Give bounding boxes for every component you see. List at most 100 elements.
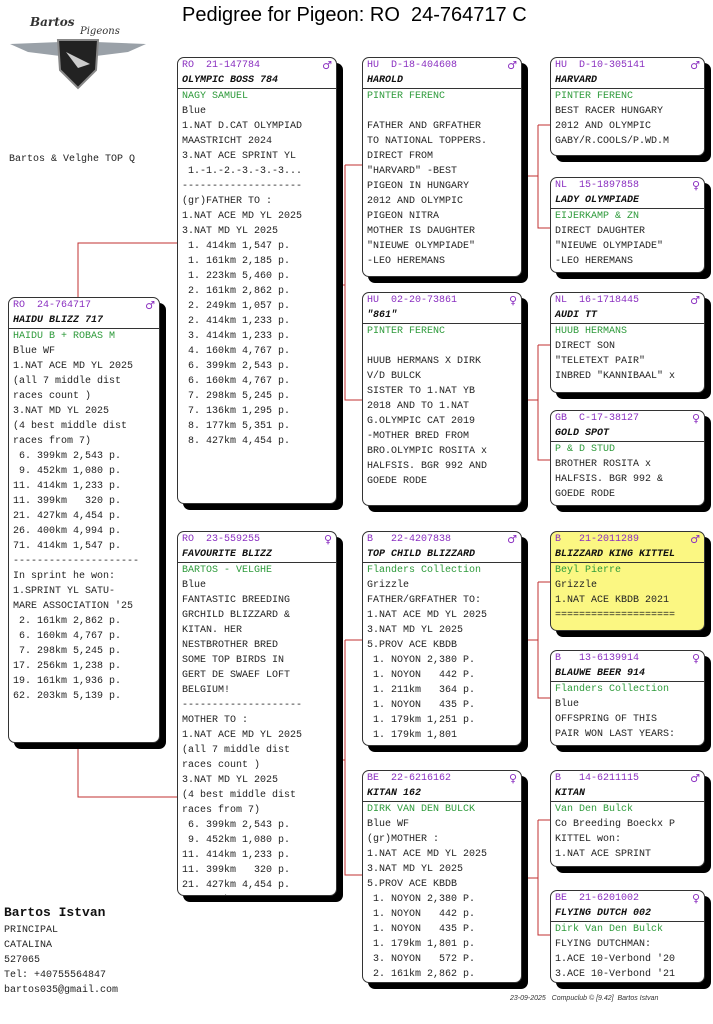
male-icon: ♂ [507, 59, 517, 72]
info-line: 3. NOYON 572 P. [367, 954, 476, 965]
info-line: 1.NAT ACE MD YL 2025 [367, 610, 488, 621]
info-line: 1. 161km 2,185 p. [182, 256, 291, 267]
info-line: 1.ACE 10-Verbond '20 [555, 954, 676, 965]
card-header: B 13-6139914♀ [551, 651, 704, 666]
info-line: 1. 179km 1,251 p. [367, 715, 476, 726]
card-header: HU 02-20-73861♀ [363, 293, 521, 308]
info-line: HUUB HERMANS X DIRK [367, 356, 482, 367]
info-line: "TELETEXT PAIR" [555, 356, 646, 367]
info-line: 7. 136km 1,295 p. [182, 406, 291, 417]
info-line: Blue [182, 580, 207, 591]
info-line: 1.SPRINT YL SATU- [13, 586, 116, 597]
pigeon-name: HAIDU BLIZZ 717 [9, 313, 159, 329]
info-line: 3.NAT MD YL 2025 [367, 625, 464, 636]
info-line: DIRECT SON [555, 341, 616, 352]
info-line [363, 104, 521, 119]
breeder-name: Dirk Van Den Bulck [555, 924, 664, 935]
info-line: 1. NOYON 442 P. [367, 670, 476, 681]
info-line: 3.NAT MD YL 2025 [367, 864, 464, 875]
info-line: GOEDE RODE [367, 476, 428, 487]
info-line: PAIR WON LAST YEARS: [555, 729, 676, 740]
pigeon-name: KITAN [551, 786, 704, 802]
info-line: GABY/R.COOLS/P.WD.M [555, 136, 670, 147]
owner-email: bartos035@gmail.com [4, 985, 119, 996]
info-line: 21. 427km 4,454 p. [13, 511, 122, 522]
info-line: 11. 414km 1,233 p. [182, 850, 291, 861]
male-icon: ♂ [322, 59, 332, 72]
owner-info: Bartos Istvan PRINCIPAL CATALINA 527065 … [4, 905, 118, 998]
info-line: 7. 298km 5,245 p. [182, 391, 291, 402]
info-line: 8. 177km 5,351 p. [182, 421, 291, 432]
male-icon: ♂ [690, 772, 700, 785]
info-line: 1. 179km 1,801 p. [367, 939, 476, 950]
female-icon: ♀ [323, 533, 332, 546]
connector-ds-parents [522, 581, 550, 699]
info-line: (gr)MOTHER : [367, 834, 440, 845]
info-line: DIRECT DAUGHTER [555, 226, 646, 237]
pigeon-name: HAROLD [363, 73, 521, 89]
info-line: 1.NAT ACE KBDB 2021 [555, 595, 670, 606]
info-line: 6. 160km 4,767 p. [13, 631, 122, 642]
info-line: 5.PROV ACE KBDB [367, 640, 458, 651]
info-line: 11. 414km 1,233 p. [13, 481, 122, 492]
info-line: Blue WF [367, 819, 410, 830]
card-header: NL 15-1897858♀ [551, 178, 704, 193]
card-header: HU D-18-404608 ♂ [363, 58, 521, 73]
info-line: Grizzle [555, 580, 598, 591]
info-line: (gr)FATHER TO : [182, 196, 273, 207]
info-line: 1. NOYON 435 P. [367, 924, 476, 935]
owner-line: 527065 [4, 955, 41, 966]
info-line: 62. 203km 5,139 p. [13, 691, 122, 702]
info-line: 5.PROV ACE KBDB [367, 879, 458, 890]
info-line: 3.ACE 10-Verbond '21 [555, 969, 676, 980]
info-line: -------------------- [182, 700, 303, 711]
breeder-name: NAGY SAMUEL [182, 91, 249, 102]
info-line: MARE ASSOCIATION '25 [13, 601, 134, 612]
connector-subject-sire [77, 242, 177, 297]
female-icon: ♀ [691, 892, 700, 905]
ring-number: HU D-18-404608 [367, 60, 458, 71]
breeder-name: BARTOS - VELGHE [182, 565, 273, 576]
pigeon-name: "861" [363, 308, 521, 324]
male-icon: ♂ [690, 294, 700, 307]
card-header: RO 21-147784♂ [178, 58, 336, 73]
breeder-name: P & D STUD [555, 444, 616, 455]
info-line: 2. 161km 2,862 p. [13, 616, 122, 627]
info-line: 1.NAT ACE MD YL 2025 [367, 849, 488, 860]
owner-phone: Tel: +40755564847 [4, 970, 107, 981]
subtitle: Bartos & Velghe TOP Q [9, 154, 136, 165]
card-header: RO 24-764717♂ [9, 298, 159, 313]
info-line: 9. 452km 1,080 p. [182, 835, 291, 846]
info-line: "HARVARD" -BEST [367, 166, 458, 177]
info-line: 26. 400km 4,994 p. [13, 526, 122, 537]
info-line: SOME TOP BIRDS IN [182, 655, 285, 666]
pigeon-name: FAVOURITE BLIZZ [178, 547, 336, 563]
breeder-name: Flanders Collection [555, 684, 670, 695]
info-line: 8. 427km 4,454 p. [182, 436, 291, 447]
info-line: 1. NOYON 2,380 P. [367, 655, 476, 666]
male-icon: ♂ [690, 533, 700, 546]
card-header: B 21-2011289♂ [551, 532, 704, 547]
female-icon: ♀ [508, 294, 517, 307]
info-line: "NIEUWE OLYMPIADE" [555, 241, 664, 252]
info-line: 6. 399km 2,543 p. [182, 820, 291, 831]
info-line: 1. NOYON 2,380 P. [367, 894, 476, 905]
info-line: 71. 414km 1,547 p. [13, 541, 122, 552]
info-line [363, 339, 521, 354]
